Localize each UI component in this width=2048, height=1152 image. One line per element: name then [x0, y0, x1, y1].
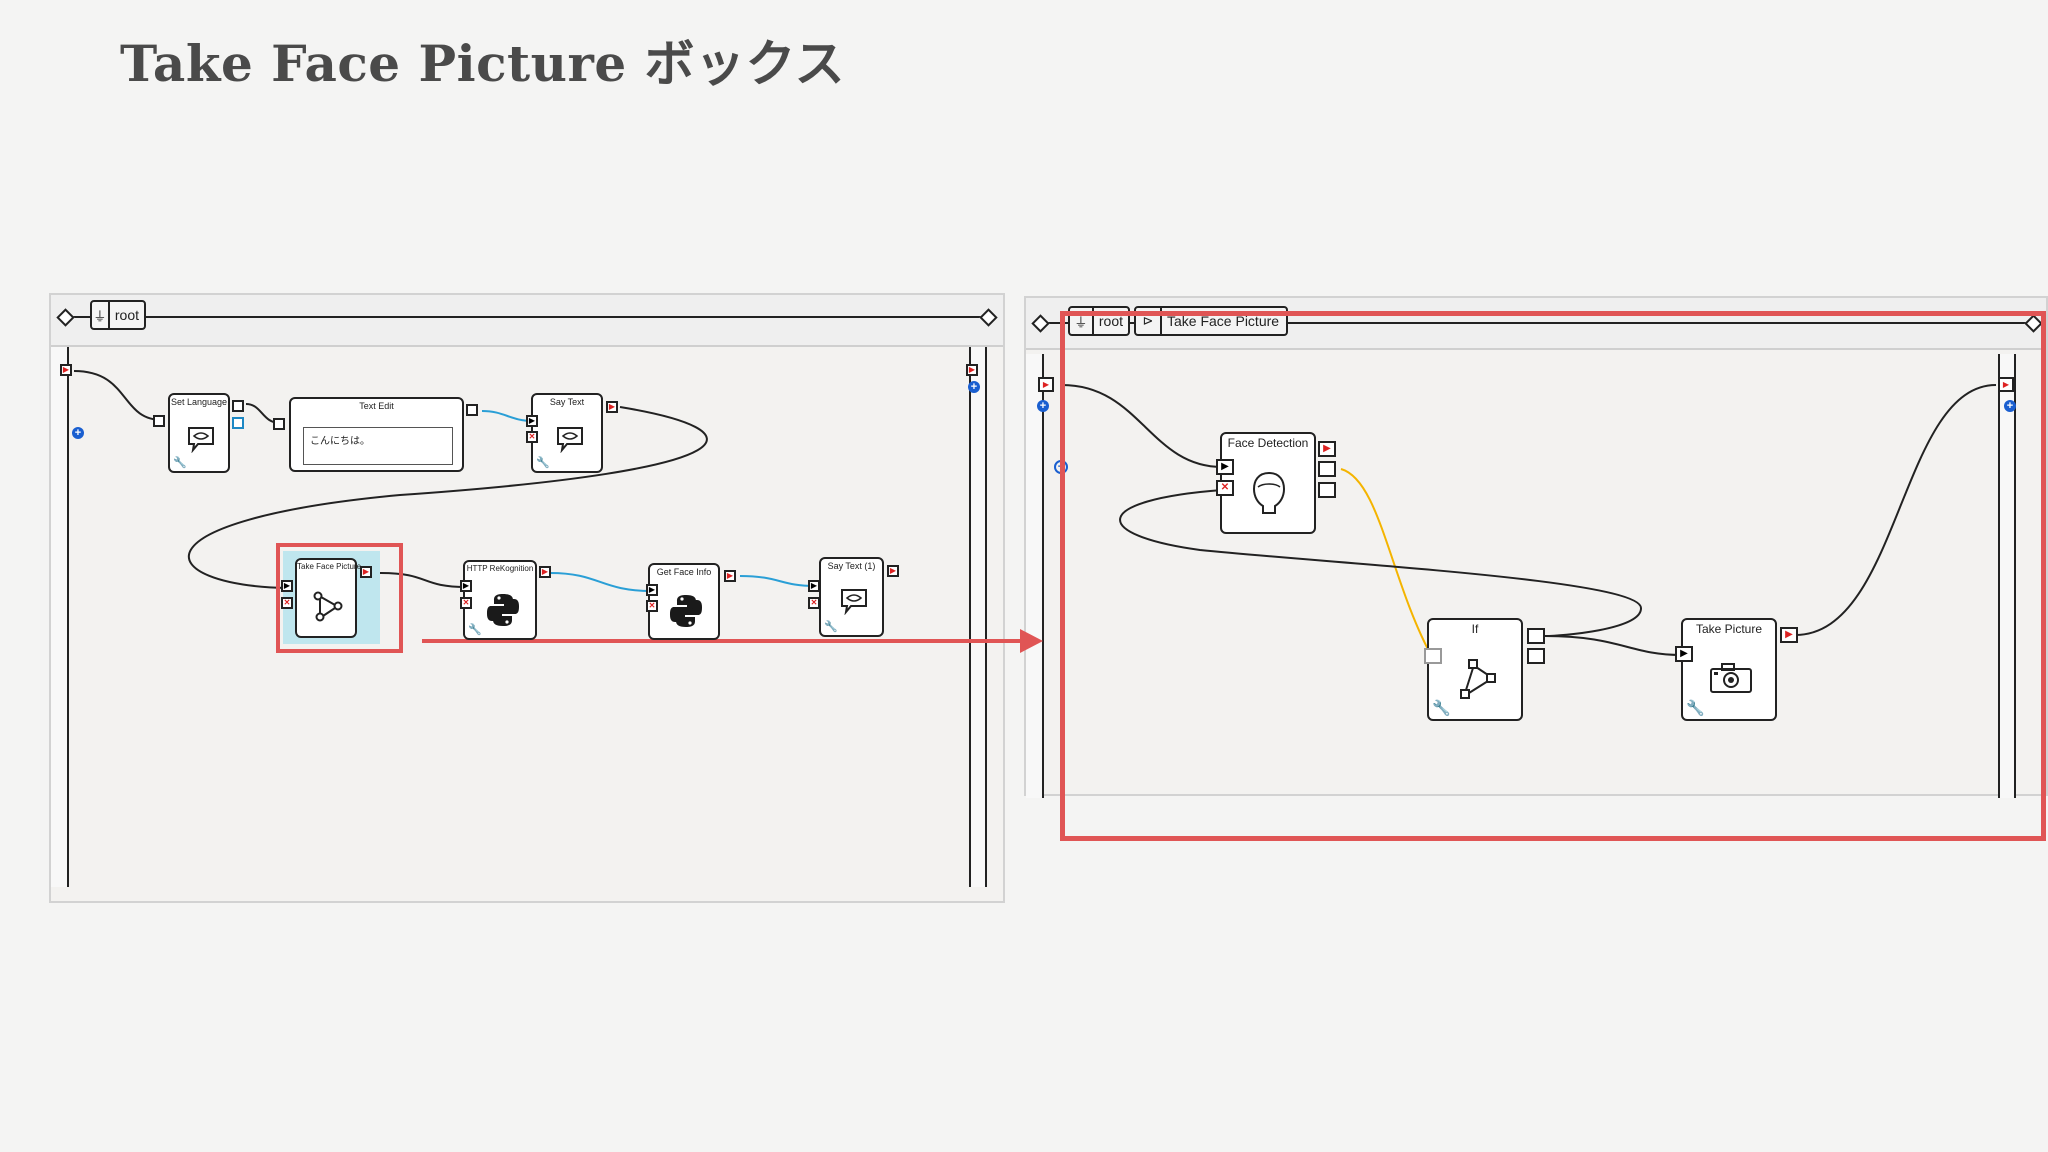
- wrench-icon[interactable]: 🔧: [468, 624, 482, 636]
- play-icon[interactable]: ▶: [526, 415, 538, 427]
- output-port[interactable]: [1318, 461, 1336, 477]
- set-language-box[interactable]: Set Language 🔧: [168, 393, 230, 473]
- take-face-picture-box[interactable]: Take Face Picture: [295, 558, 362, 638]
- box-title: Take Picture: [1695, 622, 1763, 636]
- play-icon[interactable]: ▶: [1216, 459, 1234, 475]
- output-port[interactable]: [1527, 648, 1545, 664]
- plus-icon[interactable]: +: [72, 427, 84, 439]
- python-icon: [487, 594, 519, 626]
- diagram-icon: ⊳: [1136, 308, 1162, 334]
- output-port[interactable]: ▶: [724, 570, 736, 582]
- output-port[interactable]: ▶: [1318, 441, 1336, 457]
- wrench-icon[interactable]: 🔧: [1432, 700, 1451, 717]
- onStopped-output-port[interactable]: ▶: [966, 364, 978, 376]
- output-port[interactable]: ▶: [539, 566, 551, 578]
- play-icon[interactable]: ▶: [460, 580, 472, 592]
- box-title: If: [1471, 622, 1479, 636]
- plus-icon[interactable]: +: [2004, 400, 2016, 412]
- breadcrumb-label: root: [114, 307, 139, 323]
- input-rail: [1026, 354, 1044, 798]
- stop-icon[interactable]: ✕: [460, 597, 472, 609]
- box-title: Say Text (1): [827, 561, 876, 571]
- text-edit-box[interactable]: Text Edit こんにちは。: [289, 397, 464, 472]
- folder-icon: ⏚: [1070, 308, 1094, 334]
- output-port[interactable]: ▶: [360, 566, 372, 578]
- say-text-box[interactable]: Say Text 🔧: [531, 393, 603, 473]
- wrench-icon[interactable]: 🔧: [536, 457, 550, 469]
- input-port[interactable]: [153, 415, 165, 427]
- panel-toolbar: [51, 295, 1003, 347]
- box-title: Set Language: [170, 397, 228, 407]
- output-port[interactable]: ▶: [606, 401, 618, 413]
- timeline-line: [65, 316, 989, 318]
- folder-icon: ⏚: [92, 302, 110, 328]
- text-edit-field[interactable]: こんにちは。: [303, 427, 453, 465]
- box-title: Get Face Info: [656, 567, 712, 577]
- output-rail: [1998, 354, 2016, 798]
- diagram-icon: [313, 591, 343, 622]
- output-port[interactable]: [232, 417, 244, 429]
- input-port[interactable]: [1424, 648, 1442, 664]
- if-box[interactable]: If 🔧: [1427, 618, 1523, 721]
- play-icon[interactable]: ▶: [1675, 646, 1693, 662]
- diagram-icon: [1460, 659, 1496, 699]
- face-detection-box[interactable]: Face Detection: [1220, 432, 1316, 534]
- breadcrumb-label: Take Face Picture: [1167, 313, 1280, 329]
- box-title: Say Text: [549, 397, 585, 407]
- onStopped-output-port[interactable]: ▶: [1998, 377, 2014, 392]
- box-title: Take Face Picture: [297, 562, 362, 571]
- highlight-frame: [276, 543, 403, 653]
- plus-icon[interactable]: +: [968, 381, 980, 393]
- box-title: Text Edit: [359, 401, 394, 411]
- play-icon[interactable]: ▶: [281, 580, 293, 592]
- breadcrumb-label: root: [1098, 313, 1123, 329]
- output-port[interactable]: [232, 400, 244, 412]
- breadcrumb-root[interactable]: ⏚ root: [90, 300, 146, 330]
- play-icon[interactable]: ▶: [646, 584, 658, 596]
- wrench-icon[interactable]: 🔧: [173, 457, 187, 469]
- speech-bubble-icon: [188, 427, 214, 453]
- output-port[interactable]: ▶: [1780, 627, 1798, 643]
- box-title: Face Detection: [1227, 436, 1309, 450]
- stop-icon[interactable]: ✕: [646, 600, 658, 612]
- plus-icon[interactable]: +: [1037, 400, 1049, 412]
- take-picture-box[interactable]: Take Picture 🔧: [1681, 618, 1777, 721]
- python-icon: [670, 595, 702, 627]
- stop-icon[interactable]: ✕: [281, 597, 293, 609]
- output-port[interactable]: [1318, 482, 1336, 498]
- input-rail: [51, 347, 69, 887]
- http-rekognition-box[interactable]: HTTP ReKognition 🔧: [463, 560, 537, 640]
- stop-icon[interactable]: ✕: [526, 431, 538, 443]
- onStart-input-port[interactable]: ▶: [60, 364, 72, 376]
- get-face-info-box[interactable]: Get Face Info: [648, 563, 720, 640]
- output-port[interactable]: [466, 404, 478, 416]
- highlight-frame: [1060, 311, 2046, 841]
- output-port[interactable]: [1527, 628, 1545, 644]
- wrench-icon[interactable]: 🔧: [1686, 700, 1705, 717]
- wrench-icon[interactable]: 🔧: [824, 621, 838, 633]
- camera-icon: [1710, 663, 1752, 693]
- box-title: HTTP ReKognition: [466, 564, 534, 573]
- slide-title: Take Face Picture ボックス: [120, 34, 846, 93]
- output-port[interactable]: ▶: [887, 565, 899, 577]
- onStart-input-port[interactable]: ▶: [1038, 377, 1054, 392]
- face-icon: [1252, 471, 1286, 514]
- stop-icon[interactable]: ✕: [1216, 480, 1234, 496]
- stop-icon[interactable]: ✕: [808, 597, 820, 609]
- speech-bubble-icon: [841, 589, 867, 615]
- input-port[interactable]: [273, 418, 285, 430]
- speech-bubble-icon: [557, 427, 583, 453]
- say-text-1-box[interactable]: Say Text (1) 🔧: [819, 557, 884, 637]
- output-rail: [969, 347, 987, 887]
- timeline-line: [1040, 322, 2046, 324]
- play-icon[interactable]: ▶: [808, 580, 820, 592]
